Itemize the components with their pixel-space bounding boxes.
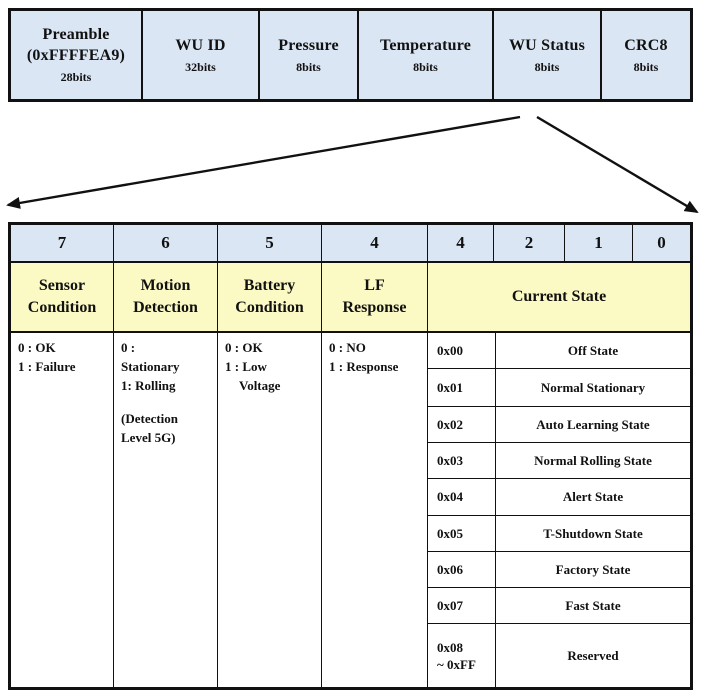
header-battery-condition: Battery Condition: [218, 263, 322, 331]
header-current-state: Current State: [511, 288, 607, 305]
state-label: T-Shutdown State: [543, 525, 643, 541]
state-code: 0x00: [428, 333, 496, 368]
field-wu-id: WU ID 32bits: [143, 11, 260, 99]
state-label: Factory State: [555, 561, 631, 577]
state-row: 0x01 Normal Stationary: [428, 369, 690, 407]
field-name: WU Status: [508, 36, 586, 54]
field-preamble: Preamble (0xFFFFEA9) 28bits: [11, 11, 143, 99]
field-bits: 28bits: [60, 70, 92, 84]
field-bits: 8bits: [296, 59, 321, 74]
state-row: 0x04 Alert State: [428, 479, 690, 516]
field-name: Pressure: [278, 36, 339, 54]
state-code: 0x01: [428, 369, 496, 406]
field-temperature: Temperature 8bits: [359, 11, 494, 99]
state-label: Fast State: [565, 597, 621, 613]
field-name: WU ID: [175, 36, 226, 54]
bit-number: 2: [494, 225, 565, 261]
bit-number: 6: [114, 225, 218, 261]
bit-number: 4: [428, 225, 494, 261]
state-label: Off State: [567, 342, 619, 358]
state-row: 0x07 Fast State: [428, 588, 690, 624]
state-row: 0x06 Factory State: [428, 552, 690, 588]
state-code: 0x08 ~ 0xFF: [428, 624, 496, 687]
state-code: 0x04: [428, 479, 496, 515]
state-row: 0x05 T-Shutdown State: [428, 516, 690, 552]
header-motion-detection: Motion Detection: [114, 263, 218, 331]
field-pressure: Pressure 8bits: [260, 11, 359, 99]
state-code: 0x06: [428, 552, 496, 587]
state-label: Normal Rolling State: [534, 452, 652, 468]
arrow-right: [536, 115, 699, 214]
motion-detection-values: 0 : Stationary 1: Rolling (Detection Lev…: [114, 333, 218, 687]
state-code: 0x02: [428, 407, 496, 442]
bit-number: 1: [565, 225, 633, 261]
field-wu-status: WU Status 8bits: [494, 11, 602, 99]
header-lf-response: LF Response: [322, 263, 428, 331]
state-label: Alert State: [562, 489, 624, 504]
current-state-list: 0x00 Off State 0x01 Normal Stationary 0x…: [428, 333, 690, 687]
bit-number: 5: [218, 225, 322, 261]
field-name: (0xFFFFEA9): [26, 47, 126, 64]
state-label: Auto Learning State: [536, 416, 650, 432]
state-code: 0x05: [428, 516, 496, 551]
state-label: Normal Stationary: [540, 379, 646, 395]
field-bits: 32bits: [185, 59, 216, 74]
field-name: Temperature: [379, 36, 472, 54]
field-bits: 8bits: [633, 59, 659, 74]
field-header-row: Sensor Condition Motion Detection Batter…: [11, 263, 690, 333]
battery-condition-values: 0 : OK 1 : Low Voltage: [218, 333, 322, 687]
arrow-left: [6, 115, 521, 209]
bit-number: 7: [11, 225, 114, 261]
field-crc8: CRC8 8bits: [602, 11, 690, 99]
lf-response-values: 0 : NO 1 : Response: [322, 333, 428, 687]
field-name: CRC8: [624, 36, 668, 54]
wu-status-table: 7 6 5 4 4 2 1 0 Sensor Condition Motion …: [8, 222, 693, 690]
state-row: 0x08 ~ 0xFF Reserved: [428, 624, 690, 687]
state-code: 0x03: [428, 443, 496, 478]
state-row: 0x03 Normal Rolling State: [428, 443, 690, 479]
packet-frame: Preamble (0xFFFFEA9) 28bits WU ID 32bits…: [8, 8, 693, 102]
state-code: 0x07: [428, 588, 496, 623]
state-row: 0x02 Auto Learning State: [428, 407, 690, 443]
field-bits: 8bits: [534, 59, 560, 74]
state-label: Reserved: [567, 647, 619, 663]
field-name: Preamble: [42, 26, 110, 43]
sensor-condition-values: 0 : OK 1 : Failure: [11, 333, 114, 687]
status-body: 0 : OK 1 : Failure 0 : Stationary 1: Rol…: [11, 333, 690, 687]
field-bits: 8bits: [413, 59, 438, 74]
state-row: 0x00 Off State: [428, 333, 690, 369]
bit-number: 0: [657, 233, 666, 252]
bit-number: 4: [322, 225, 428, 261]
header-sensor-condition: Sensor Condition: [11, 263, 114, 331]
bit-number-row: 7 6 5 4 4 2 1 0: [11, 225, 690, 263]
